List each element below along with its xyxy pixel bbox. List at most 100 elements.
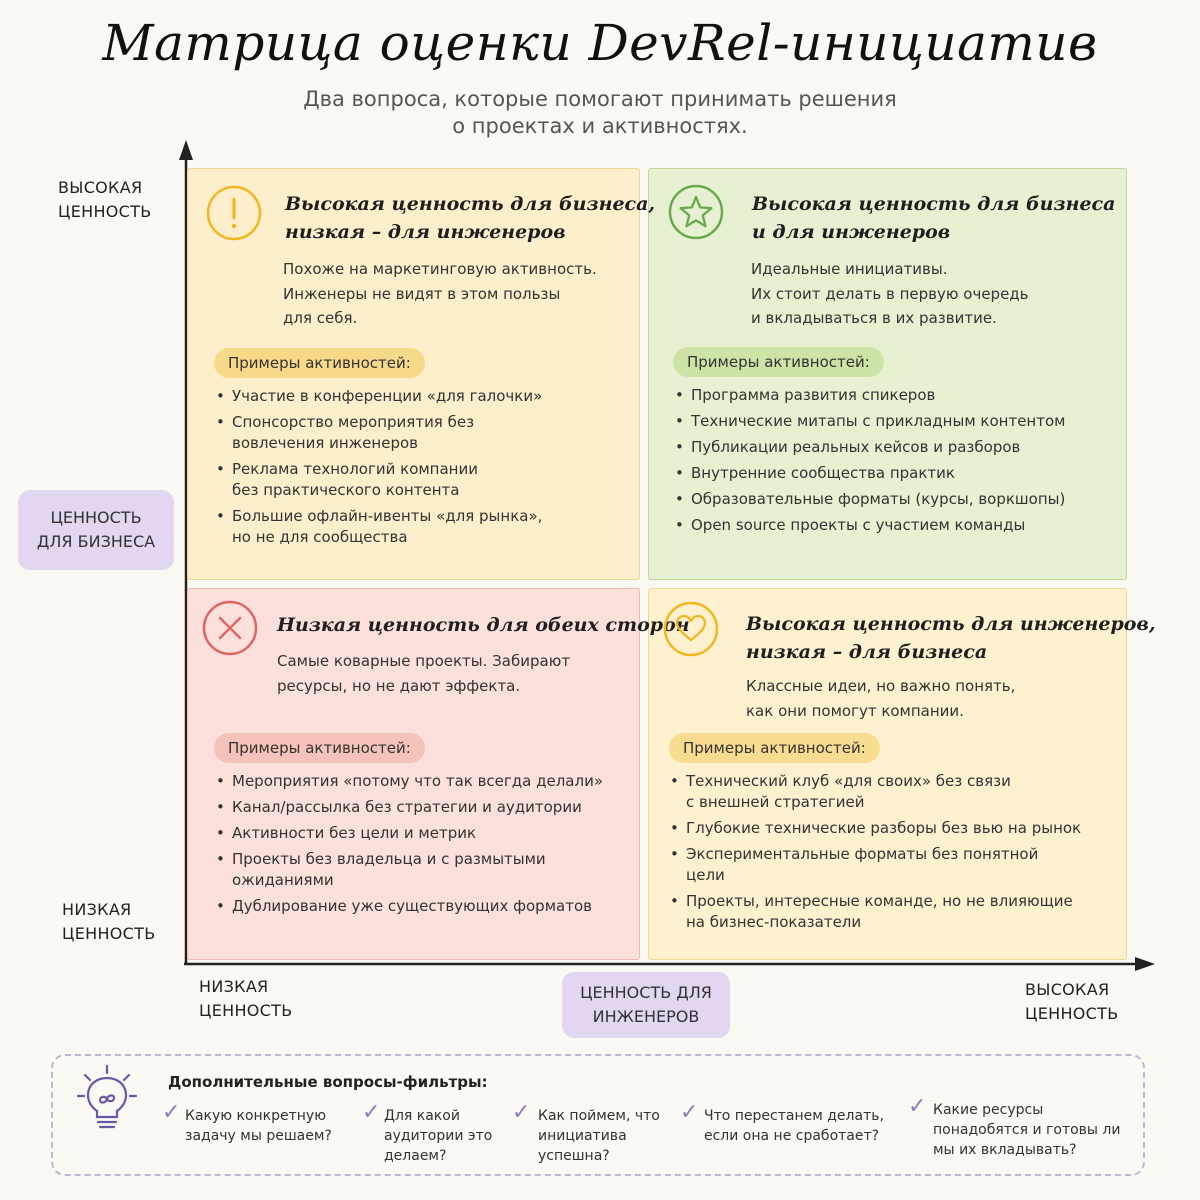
list-item-line: цели xyxy=(686,866,725,884)
axis-title-line: ЦЕННОСТЬ xyxy=(50,508,142,527)
x-axis-low-label: НИЗКАЯ ЦЕННОСТЬ xyxy=(199,975,293,1023)
list-item-line: Канал/рассылка без стратегии и аудитории xyxy=(232,798,582,816)
list-item-line: Спонсорство мероприятия без xyxy=(232,413,475,431)
list-item: Программа развития спикеров xyxy=(673,385,1113,406)
y-axis-arrow xyxy=(179,140,193,160)
lightbulb-icon xyxy=(76,1064,138,1129)
desc-line: Похоже на маркетинговую активность. xyxy=(283,260,597,278)
axis-title-line: ЦЕННОСТЬ ДЛЯ xyxy=(580,983,712,1002)
page-title: Матрица оценки DevRel-инициатив xyxy=(102,14,1098,72)
subtitle-line: о проектах и активностях. xyxy=(452,114,748,138)
title-line: Высокая ценность для бизнеса xyxy=(752,193,1116,215)
axis-text-line: ЦЕННОСТЬ xyxy=(58,202,152,221)
list-item-line: Экспериментальные форматы без понятной xyxy=(686,845,1039,863)
list-item: Технический клуб «для своих» без связис … xyxy=(668,771,1118,813)
list-item-line: Публикации реальных кейсов и разборов xyxy=(691,438,1021,456)
title-line: Низкая ценность для обеих сторон xyxy=(277,614,690,636)
title-line: и для инженеров xyxy=(752,221,951,243)
title-line: низкая – для бизнеса xyxy=(746,641,988,663)
list-item-line: Дублирование уже существующих форматов xyxy=(232,897,592,915)
list-item: Участие в конференции «для галочки» xyxy=(214,386,624,407)
filter-check-icon: ✓ xyxy=(512,1100,531,1125)
list-item-line: без практического контента xyxy=(232,481,460,499)
quadrant-description: Самые коварные проекты. Забирают ресурсы… xyxy=(277,649,570,698)
filter-line: Какую конкретную xyxy=(185,1108,327,1124)
axis-text-line: ЦЕННОСТЬ xyxy=(1025,1004,1119,1023)
title-line: Высокая ценность для инженеров, xyxy=(746,613,1156,635)
list-item: Технические митапы с прикладным контенто… xyxy=(673,411,1113,432)
examples-label: Примеры активностей: xyxy=(214,348,425,378)
list-item-line: Программа развития спикеров xyxy=(691,386,936,404)
list-item: Канал/рассылка без стратегии и аудитории xyxy=(214,797,629,818)
list-item-line: Внутренние сообщества практик xyxy=(691,464,955,482)
filter-check-icon: ✓ xyxy=(162,1100,181,1125)
filter-line: задачу мы решаем? xyxy=(185,1128,332,1144)
list-item-line: Большие офлайн-ивенты «для рынка», xyxy=(232,507,543,525)
list-item-line: Open source проекты с участием команды xyxy=(691,516,1026,534)
filter-question: Какие ресурсы понадобятся и готовы ли мы… xyxy=(933,1100,1120,1160)
desc-line: Идеальные инициативы. xyxy=(751,260,948,278)
page-subtitle: Два вопроса, которые помогают принимать … xyxy=(0,86,1200,140)
x-axis-arrow xyxy=(1135,957,1155,971)
axis-title-line: ДЛЯ БИЗНЕСА xyxy=(36,532,156,551)
examples-list: Участие в конференции «для галочки» Спонс… xyxy=(214,386,624,553)
quadrant-title: Высокая ценность для бизнеса и для инжен… xyxy=(752,190,1115,246)
quadrant-description: Классные идеи, но важно понять, как они … xyxy=(746,674,1015,723)
filter-line: инициатива xyxy=(538,1128,627,1144)
list-item: Проекты, интересные команде, но не влияю… xyxy=(668,891,1118,933)
list-item-line: Реклама технологий компании xyxy=(232,460,478,478)
filters-panel xyxy=(51,1054,1145,1176)
heart-icon xyxy=(663,601,719,657)
filter-line: Что перестанем делать, xyxy=(704,1108,884,1124)
list-item-line: Активности без цели и метрик xyxy=(232,824,477,842)
filter-question: Как поймем, что инициатива успешна? xyxy=(538,1106,660,1166)
desc-line: ресурсы, но не дают эффекта. xyxy=(277,676,521,695)
examples-label: Примеры активностей: xyxy=(673,347,884,377)
subtitle-line: Два вопроса, которые помогают принимать … xyxy=(303,87,897,111)
exclamation-icon xyxy=(206,185,262,241)
desc-line: для себя. xyxy=(283,309,358,327)
filter-check-icon: ✓ xyxy=(908,1094,927,1119)
filter-line: аудитории это xyxy=(384,1128,493,1144)
list-item-line: на бизнес-показатели xyxy=(686,913,862,931)
filter-line: Какие ресурсы xyxy=(933,1102,1044,1118)
examples-label: Примеры активностей: xyxy=(669,733,880,763)
axis-title-line: ИНЖЕНЕРОВ xyxy=(592,1007,700,1026)
desc-line: как они помогут компании. xyxy=(746,701,964,720)
filter-line: успешна? xyxy=(538,1148,610,1164)
filter-check-icon: ✓ xyxy=(680,1100,699,1125)
list-item: Глубокие технические разборы без вью на … xyxy=(668,818,1118,839)
desc-line: Классные идеи, но важно понять, xyxy=(746,677,1016,695)
examples-list: Технический клуб «для своих» без связис … xyxy=(668,771,1118,938)
cross-icon xyxy=(202,600,258,656)
title-line: Высокая ценность для бизнеса, xyxy=(285,193,656,215)
list-item-line: Образовательные форматы (курсы, воркшопы… xyxy=(691,490,1066,508)
list-item: Внутренние сообщества практик xyxy=(673,463,1113,484)
list-item-line: Глубокие технические разборы без вью на … xyxy=(686,819,1082,837)
axis-text-line: ЦЕННОСТЬ xyxy=(62,924,156,943)
filters-title: Дополнительные вопросы-фильтры: xyxy=(168,1073,488,1091)
title-line: низкая – для инженеров xyxy=(285,221,566,243)
list-item-line: Технические митапы с прикладным контенто… xyxy=(691,412,1066,430)
list-item: Реклама технологий компании без практичес… xyxy=(214,459,624,501)
list-item-line: ожиданиями xyxy=(232,871,334,889)
quadrant-description: Похоже на маркетинговую активность. Инже… xyxy=(283,257,597,331)
desc-line: Инженеры не видят в этом пользы xyxy=(283,284,561,303)
axis-text-line: НИЗКАЯ xyxy=(62,900,132,919)
desc-line: Самые коварные проекты. Забирают xyxy=(277,652,571,670)
list-item: Дублирование уже существующих форматов xyxy=(214,896,629,917)
examples-list: Программа развития спикеровТехнические м… xyxy=(673,385,1113,541)
list-item: Спонсорство мероприятия без вовлечения ин… xyxy=(214,412,624,454)
list-item-line: вовлечения инженеров xyxy=(232,434,418,452)
filter-line: если она не сработает? xyxy=(704,1128,880,1144)
list-item: Образовательные форматы (курсы, воркшопы… xyxy=(673,489,1113,510)
filter-line: Для какой xyxy=(384,1108,460,1124)
axis-text-line: ВЫСОКАЯ xyxy=(58,178,143,197)
y-axis-title: ЦЕННОСТЬ ДЛЯ БИЗНЕСА xyxy=(18,490,174,570)
list-item: Проекты без владельца и с размытымиожида… xyxy=(214,849,629,891)
filter-question: Какую конкретную задачу мы решаем? xyxy=(185,1106,332,1146)
list-item: Open source проекты с участием команды xyxy=(673,515,1113,536)
list-item-line: Технический клуб «для своих» без связи xyxy=(686,772,1011,790)
x-axis-title: ЦЕННОСТЬ ДЛЯ ИНЖЕНЕРОВ xyxy=(562,972,730,1038)
